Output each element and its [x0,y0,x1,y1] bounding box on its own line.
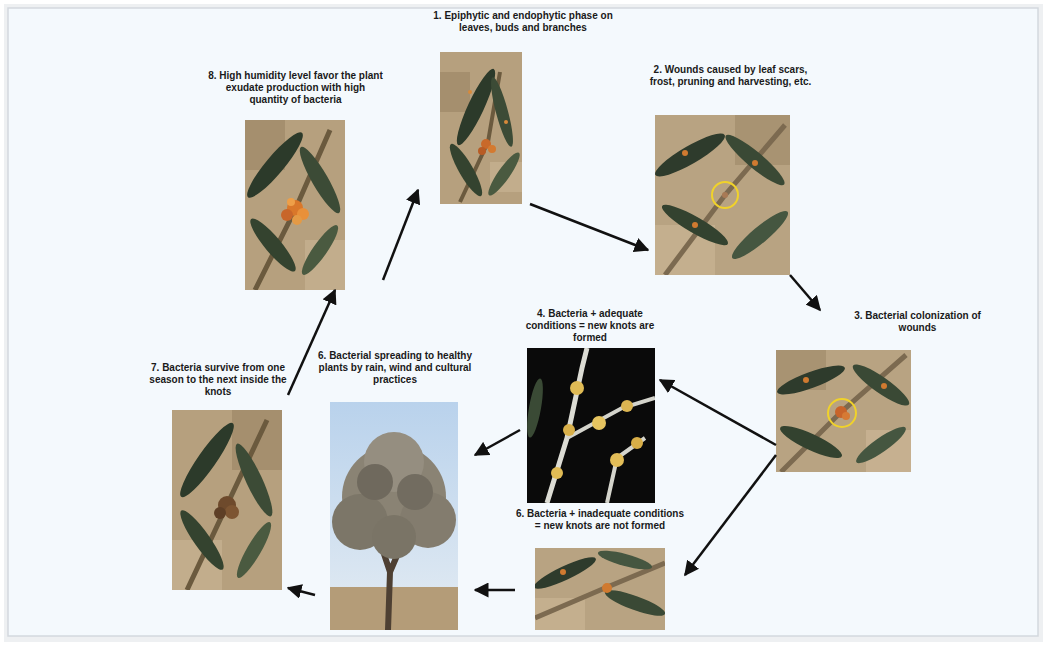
stage-node: 2. Wounds caused by leaf scars, frost, p… [648,64,813,275]
stage-node: 6. Bacteria + inadequate conditions = ne… [515,508,685,630]
stage-node: 3. Bacterial colonization of wounds [776,310,985,472]
stage-caption: 6. Bacteria + inadequate conditions = ne… [515,508,685,532]
exudate-photo [245,120,345,290]
stage-caption: 1. Epiphytic and endophytic phase on lea… [418,10,628,34]
cycle-arrow [288,588,315,595]
stage-caption: 8. High humidity level favor the plant e… [208,70,383,106]
cycle-arrow [660,380,776,445]
leaf-photo [440,52,522,204]
frame-shadow [4,4,1043,642]
wound-photo [655,115,790,275]
tree-photo [330,402,458,630]
stage-caption: 6. Bacterial spreading to healthy plants… [315,350,475,386]
cycle-arrow [475,430,520,455]
stage-caption: 3. Bacterial colonization of wounds [850,310,985,334]
stage-caption: 4. Bacteria + adequate conditions = new … [520,308,660,344]
cycle-arrow [685,455,776,575]
cycle-arrow [475,589,515,592]
stage-node: 8. High humidity level favor the plant e… [208,70,383,290]
no-knots-photo [535,548,665,630]
survive-photo [172,410,282,590]
colonization-photo [776,350,911,472]
stage-node: 1. Epiphytic and endophytic phase on lea… [418,10,628,204]
cycle-arrow [288,290,335,395]
stage-node: 6. Bacterial spreading to healthy plants… [315,350,475,630]
cycle-arrow [530,204,648,250]
stage-caption: 2. Wounds caused by leaf scars, frost, p… [648,64,813,88]
stage-caption: 7. Bacteria survive from one season to t… [148,362,288,398]
frame-panel [8,8,1038,636]
cycle-arrow [790,275,820,310]
stage-node: 4. Bacteria + adequate conditions = new … [520,308,660,503]
knots-photo [527,348,655,503]
stage-node: 7. Bacteria survive from one season to t… [148,362,288,590]
cycle-arrow [383,190,418,280]
